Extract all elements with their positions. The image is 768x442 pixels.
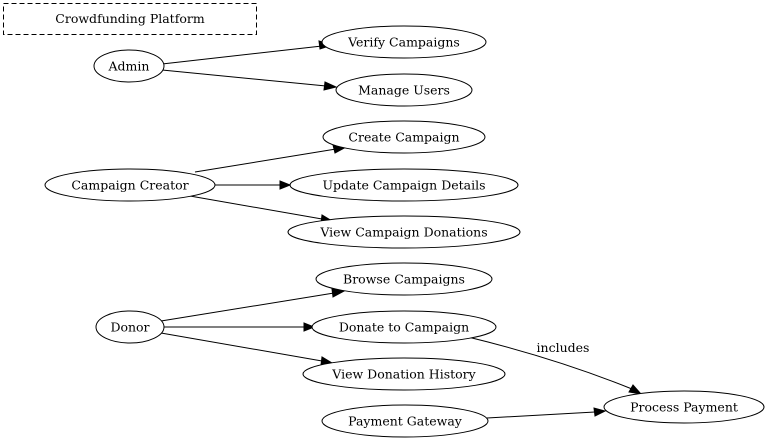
use-case-update-campaign-details-label: Update Campaign Details — [322, 178, 485, 193]
use-case-process-payment[interactable]: Process Payment — [603, 390, 765, 424]
edge-donor-view-donation-history — [160, 332, 334, 366]
edge-label-includes: includes — [537, 340, 590, 355]
edge-donor-browse-campaigns — [160, 288, 346, 322]
use-case-update-campaign-details[interactable]: Update Campaign Details — [289, 168, 519, 202]
actor-campaign-creator[interactable]: Campaign Creator — [44, 168, 216, 202]
use-case-create-campaign-label: Create Campaign — [348, 130, 459, 145]
actor-nodes: Admin Campaign Creator Donor Payment Gat… — [44, 49, 489, 438]
edge-creator-create-campaign — [194, 144, 348, 173]
edge-donor-donate-to-campaign — [164, 322, 316, 332]
actor-donor-label: Donor — [110, 320, 149, 335]
actor-admin-label: Admin — [108, 59, 150, 74]
use-case-browse-campaigns[interactable]: Browse Campaigns — [315, 262, 493, 296]
edge-gateway-process-payment — [486, 407, 607, 419]
use-case-manage-users-label: Manage Users — [358, 83, 450, 98]
actor-payment-gateway-label: Payment Gateway — [348, 414, 463, 429]
edge-creator-view-campaign-donations — [189, 195, 334, 224]
edge-donate-includes-process-payment: includes — [467, 336, 643, 395]
actor-donor[interactable]: Donor — [95, 310, 165, 344]
use-case-process-payment-label: Process Payment — [630, 400, 738, 415]
use-case-manage-users[interactable]: Manage Users — [335, 73, 473, 107]
actor-campaign-creator-label: Campaign Creator — [71, 178, 188, 193]
actor-admin[interactable]: Admin — [93, 49, 165, 83]
use-case-verify-campaigns-label: Verify Campaigns — [347, 35, 460, 50]
diagram-title: Crowdfunding Platform — [55, 11, 205, 26]
use-case-nodes: Verify Campaigns Manage Users Create Cam… — [287, 25, 765, 424]
edge-creator-update-campaign-details — [214, 180, 292, 190]
use-case-view-donation-history-label: View Donation History — [331, 367, 476, 382]
edge-admin-manage-users — [161, 69, 338, 91]
use-case-view-donation-history[interactable]: View Donation History — [302, 357, 506, 391]
use-case-browse-campaigns-label: Browse Campaigns — [343, 272, 465, 287]
edge-admin-verify-campaigns — [161, 40, 334, 65]
use-case-create-campaign[interactable]: Create Campaign — [322, 120, 486, 154]
use-case-donate-to-campaign-label: Donate to Campaign — [339, 320, 469, 335]
use-case-donate-to-campaign[interactable]: Donate to Campaign — [311, 310, 497, 344]
use-case-view-campaign-donations-label: View Campaign Donations — [319, 225, 487, 240]
diagram-title-frame: Crowdfunding Platform — [3, 3, 257, 35]
use-case-view-campaign-donations[interactable]: View Campaign Donations — [287, 215, 521, 249]
use-case-verify-campaigns[interactable]: Verify Campaigns — [321, 25, 487, 59]
actor-payment-gateway[interactable]: Payment Gateway — [321, 404, 489, 438]
